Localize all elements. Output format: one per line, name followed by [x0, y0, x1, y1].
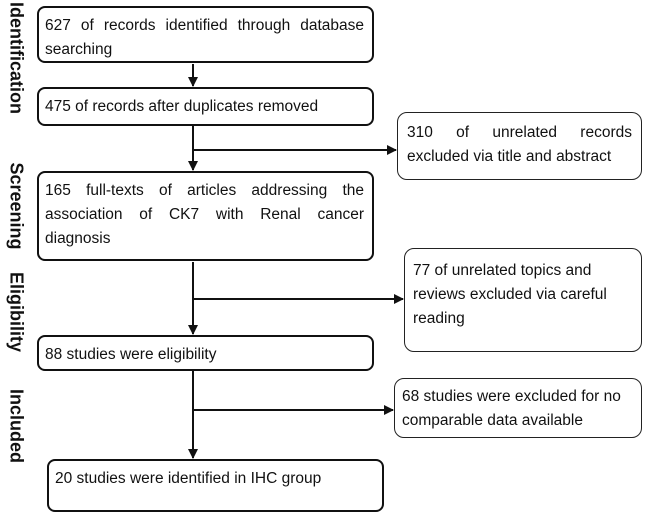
box-after-duplicates: 475 of records after duplicates removed	[37, 87, 374, 126]
box-fulltexts: 165 full-texts of articles addressing th…	[37, 171, 374, 261]
box-ihc-group: 20 studies were identified in IHC group	[47, 459, 384, 512]
box-exclusion-title-abstract: 310 of unrelated records excluded via ti…	[397, 112, 642, 180]
box-records-identified: 627 of records identified through databa…	[37, 6, 374, 63]
box-exclusion-no-data: 68 studies were excluded for no comparab…	[394, 378, 642, 438]
box-eligible: 88 studies were eligibility	[37, 335, 374, 371]
box-exclusion-careful-reading: 77 of unrelated topics and reviews exclu…	[404, 248, 642, 352]
